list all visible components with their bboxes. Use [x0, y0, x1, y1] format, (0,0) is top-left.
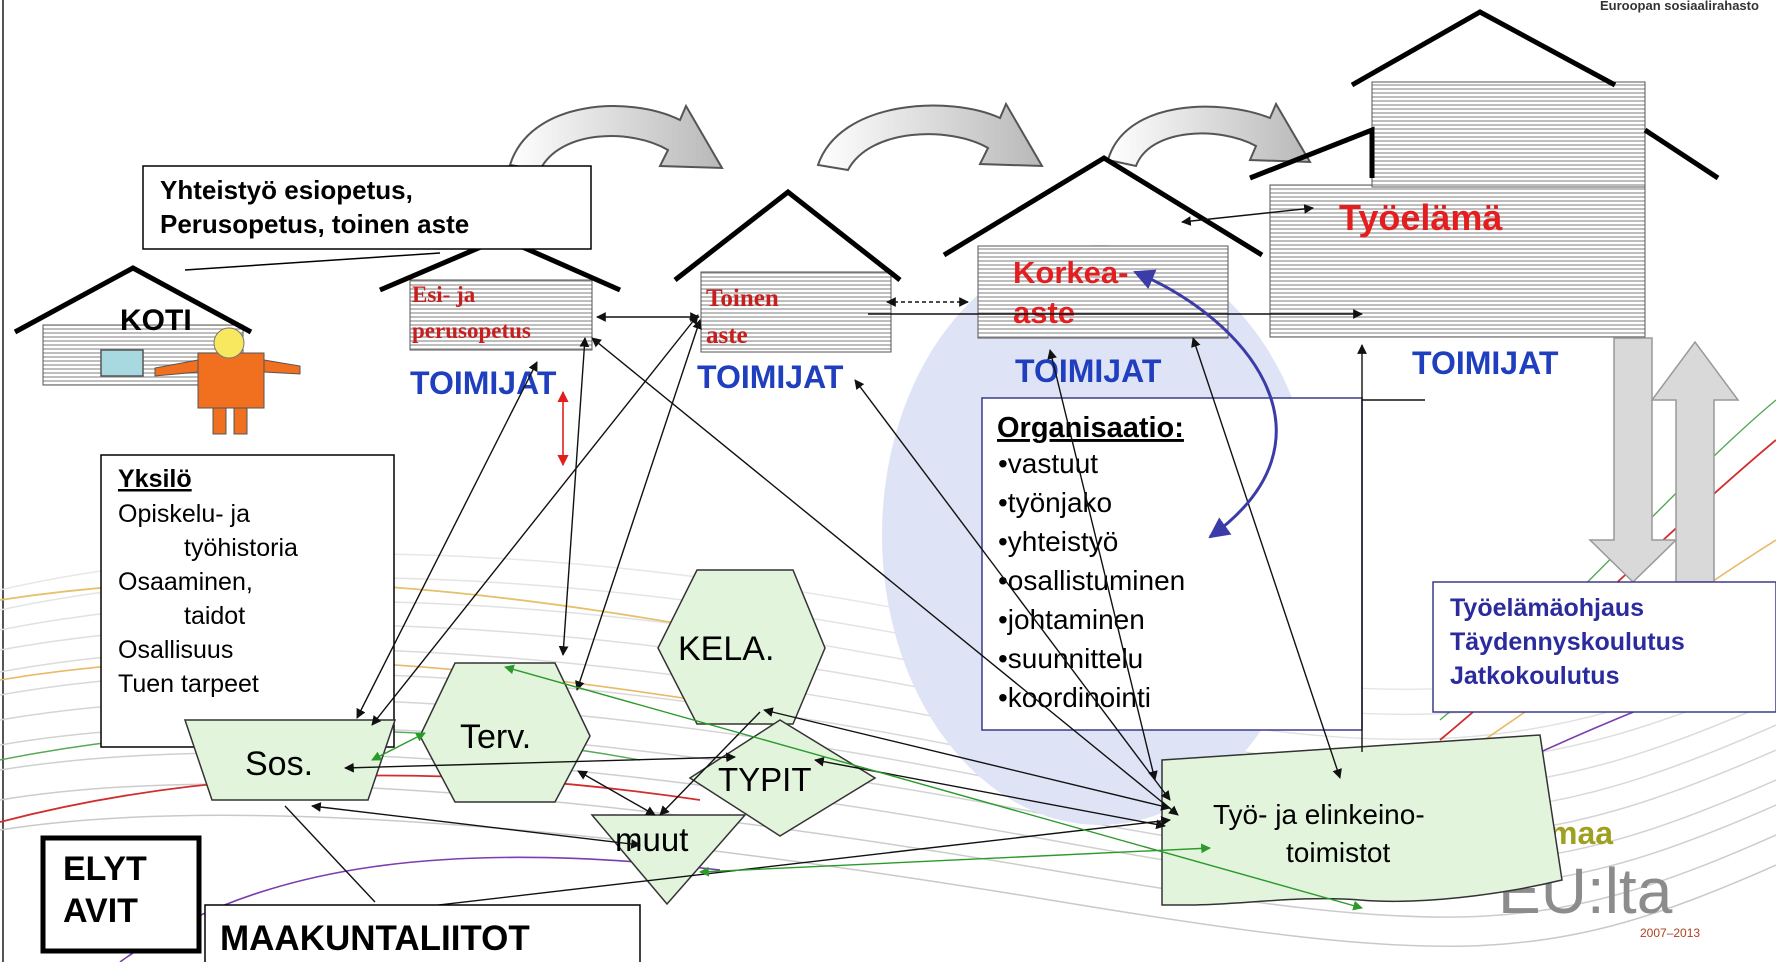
preschool-label-line2: perusopetus [412, 318, 531, 343]
cooperation-line2: Perusopetus, toinen aste [160, 209, 469, 239]
muut-label: muut [615, 821, 688, 858]
down-arrow-icon [1588, 337, 1678, 584]
organization-item: •vastuut [998, 448, 1098, 479]
higher-label-line1: Korkea- [1013, 255, 1128, 290]
flow-arc-2 [816, 101, 1044, 172]
preschool-actors: TOIMIJAT [410, 365, 557, 401]
green-connections [371, 664, 1363, 911]
regional-councils-label: MAAKUNTALIITOT [220, 919, 530, 958]
individual-title: Yksilö [118, 465, 192, 493]
preschool-label-line1: Esi- ja [412, 282, 476, 307]
cooperation-line1: Yhteistyö esiopetus, [160, 175, 413, 205]
higher-actors: TOIMIJAT [1015, 353, 1162, 389]
te-office-shape: Työ- ja elinkeino- toimistot [1161, 734, 1563, 906]
secondary-label-line2: aste [706, 322, 748, 349]
typit-label: TYPIT [718, 761, 812, 798]
te-office-line1: Työ- ja elinkeino- [1213, 799, 1425, 830]
eu-logo-word: maa [1549, 815, 1613, 851]
cooperation-connector [184, 252, 441, 271]
organization-item: •johtaminen [998, 604, 1145, 635]
publisher-label: Euroopan sosiaalirahasto [1600, 0, 1759, 13]
individual-item: taidot [184, 602, 245, 630]
purple-curved-arrow [1133, 269, 1278, 539]
muut-shape: muut [590, 814, 747, 906]
guidance-item: Täydennyskoulutus [1450, 628, 1685, 656]
home-label: KOTI [120, 304, 192, 337]
sos-label: Sos. [245, 745, 313, 783]
cooperation-box: Yhteistyö esiopetus, Perusopetus, toinen… [142, 165, 592, 250]
ely-label: ELYT [63, 850, 147, 888]
secondary-label-line1: Toinen [706, 285, 779, 312]
organization-item: •osallistuminen [998, 565, 1185, 596]
individual-box: Yksilö Opiskelu- ja työhistoria Osaamine… [100, 454, 395, 748]
house-secondary: Toinen aste TOIMIJAT [673, 188, 902, 395]
worklife-vertical-arrows [1588, 337, 1740, 584]
organization-box: Organisaatio: •vastuut •työnjako •yhteis… [981, 397, 1363, 731]
ely-avit-box: ELYT AVIT [40, 835, 202, 954]
worklife-actors: TOIMIJAT [1412, 345, 1559, 381]
home-window [100, 349, 144, 377]
terv-label: Terv. [460, 718, 531, 756]
secondary-actors: TOIMIJAT [697, 359, 844, 395]
individual-item: Osaaminen, [118, 568, 253, 596]
eu-logo-years: 2007–2013 [1640, 926, 1700, 940]
person-icon [154, 327, 301, 435]
individual-item: työhistoria [184, 534, 298, 562]
organization-item: •suunnittelu [998, 643, 1143, 674]
guidance-box: Työelämäohjaus Täydennyskoulutus Jatkoko… [1432, 581, 1776, 713]
organization-item: •yhteistyö [998, 526, 1118, 557]
higher-label-line2: aste [1013, 295, 1075, 330]
organization-item: •työnjako [998, 487, 1112, 518]
guidance-item: Työelämäohjaus [1450, 594, 1644, 622]
individual-item: Opiskelu- ja [118, 500, 250, 528]
eu-logo: maa EU:lta 2007–2013 [1498, 815, 1700, 940]
organization-title: Organisaatio: [997, 412, 1184, 444]
up-arrow-icon [1650, 340, 1740, 583]
regional-councils-box: MAAKUNTALIITOT [204, 904, 641, 962]
te-office-line2: toimistot [1286, 837, 1390, 868]
sos-shape: Sos. [183, 719, 397, 801]
flow-arc-1 [508, 103, 724, 172]
house-preschool: Esi- ja perusopetus TOIMIJAT [379, 235, 622, 401]
individual-item: Osallisuus [118, 636, 233, 664]
kela-label: KELA. [678, 630, 774, 668]
flow-arcs [508, 101, 1312, 172]
avit-label: AVIT [63, 892, 138, 930]
flow-arc-3 [1106, 101, 1312, 168]
individual-item: Tuen tarpeet [118, 670, 259, 698]
worklife-label: Työelämä [1339, 197, 1503, 238]
guidance-item: Jatkokoulutus [1450, 662, 1619, 690]
house-worklife: Työelämä TOIMIJAT [1249, 9, 1720, 381]
